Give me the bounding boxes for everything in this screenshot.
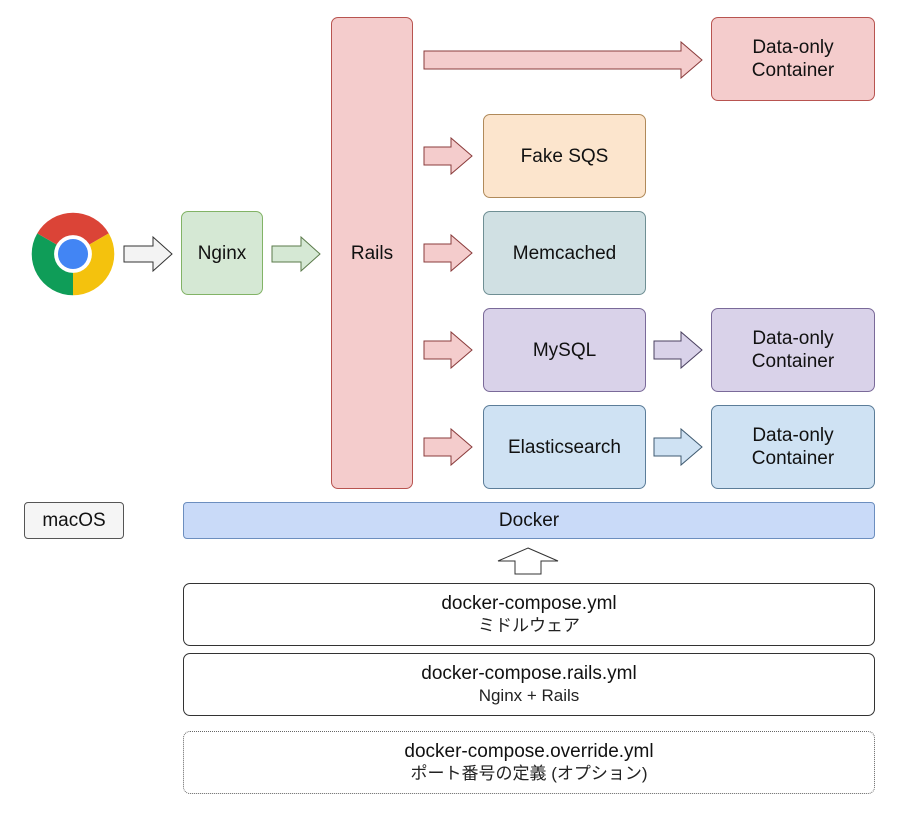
data-container-1-line1: Data-only — [752, 37, 834, 58]
data-container-2: Data-only Container — [711, 308, 875, 392]
data-container-1: Data-only Container — [711, 17, 875, 101]
nginx-box: Nginx — [181, 211, 263, 295]
compose-file-base-name: docker-compose.yml — [441, 593, 617, 614]
arrow-nginx-to-rails — [271, 235, 321, 273]
macos-label: macOS — [42, 510, 106, 531]
memcached-box: Memcached — [483, 211, 646, 295]
elasticsearch-label: Elasticsearch — [508, 436, 621, 458]
compose-file-rails: docker-compose.rails.yml Nginx + Rails — [183, 653, 875, 716]
arrow-elasticsearch-to-data-container — [653, 427, 703, 467]
nginx-label: Nginx — [197, 242, 247, 264]
chrome-icon — [31, 212, 115, 296]
fake-sqs-label: Fake SQS — [520, 145, 609, 167]
rails-label: Rails — [350, 242, 394, 264]
data-container-2-line2: Container — [751, 351, 835, 372]
compose-file-override: docker-compose.override.yml ポート番号の定義 (オプ… — [183, 731, 875, 794]
elasticsearch-box: Elasticsearch — [483, 405, 646, 489]
compose-file-override-desc: ポート番号の定義 (オプション) — [410, 764, 648, 783]
mysql-box: MySQL — [483, 308, 646, 392]
mysql-label: MySQL — [532, 339, 597, 361]
data-container-3-line1: Data-only — [752, 425, 834, 446]
arrow-up-compose-to-docker — [497, 547, 559, 575]
arrow-rails-to-mysql — [423, 330, 473, 370]
data-container-1-line2: Container — [751, 60, 835, 81]
arrow-rails-to-data-container-1 — [423, 40, 703, 80]
data-container-3-line2: Container — [751, 448, 835, 469]
compose-file-base-desc: ミドルウェア — [478, 616, 580, 635]
macos-box: macOS — [24, 502, 124, 539]
compose-file-base: docker-compose.yml ミドルウェア — [183, 583, 875, 646]
arrow-rails-to-memcached — [423, 233, 473, 273]
fake-sqs-box: Fake SQS — [483, 114, 646, 198]
compose-file-override-name: docker-compose.override.yml — [404, 741, 654, 762]
rails-box: Rails — [331, 17, 413, 489]
memcached-label: Memcached — [512, 242, 617, 264]
data-container-3: Data-only Container — [711, 405, 875, 489]
arrow-rails-to-fake-sqs — [423, 136, 473, 176]
arrow-mysql-to-data-container — [653, 330, 703, 370]
docker-label: Docker — [498, 510, 560, 531]
docker-box: Docker — [183, 502, 875, 539]
data-container-2-line1: Data-only — [752, 328, 834, 349]
compose-file-rails-desc: Nginx + Rails — [478, 686, 580, 705]
compose-file-rails-name: docker-compose.rails.yml — [421, 663, 637, 684]
arrow-browser-to-nginx — [123, 235, 173, 273]
arrow-rails-to-elasticsearch — [423, 427, 473, 467]
